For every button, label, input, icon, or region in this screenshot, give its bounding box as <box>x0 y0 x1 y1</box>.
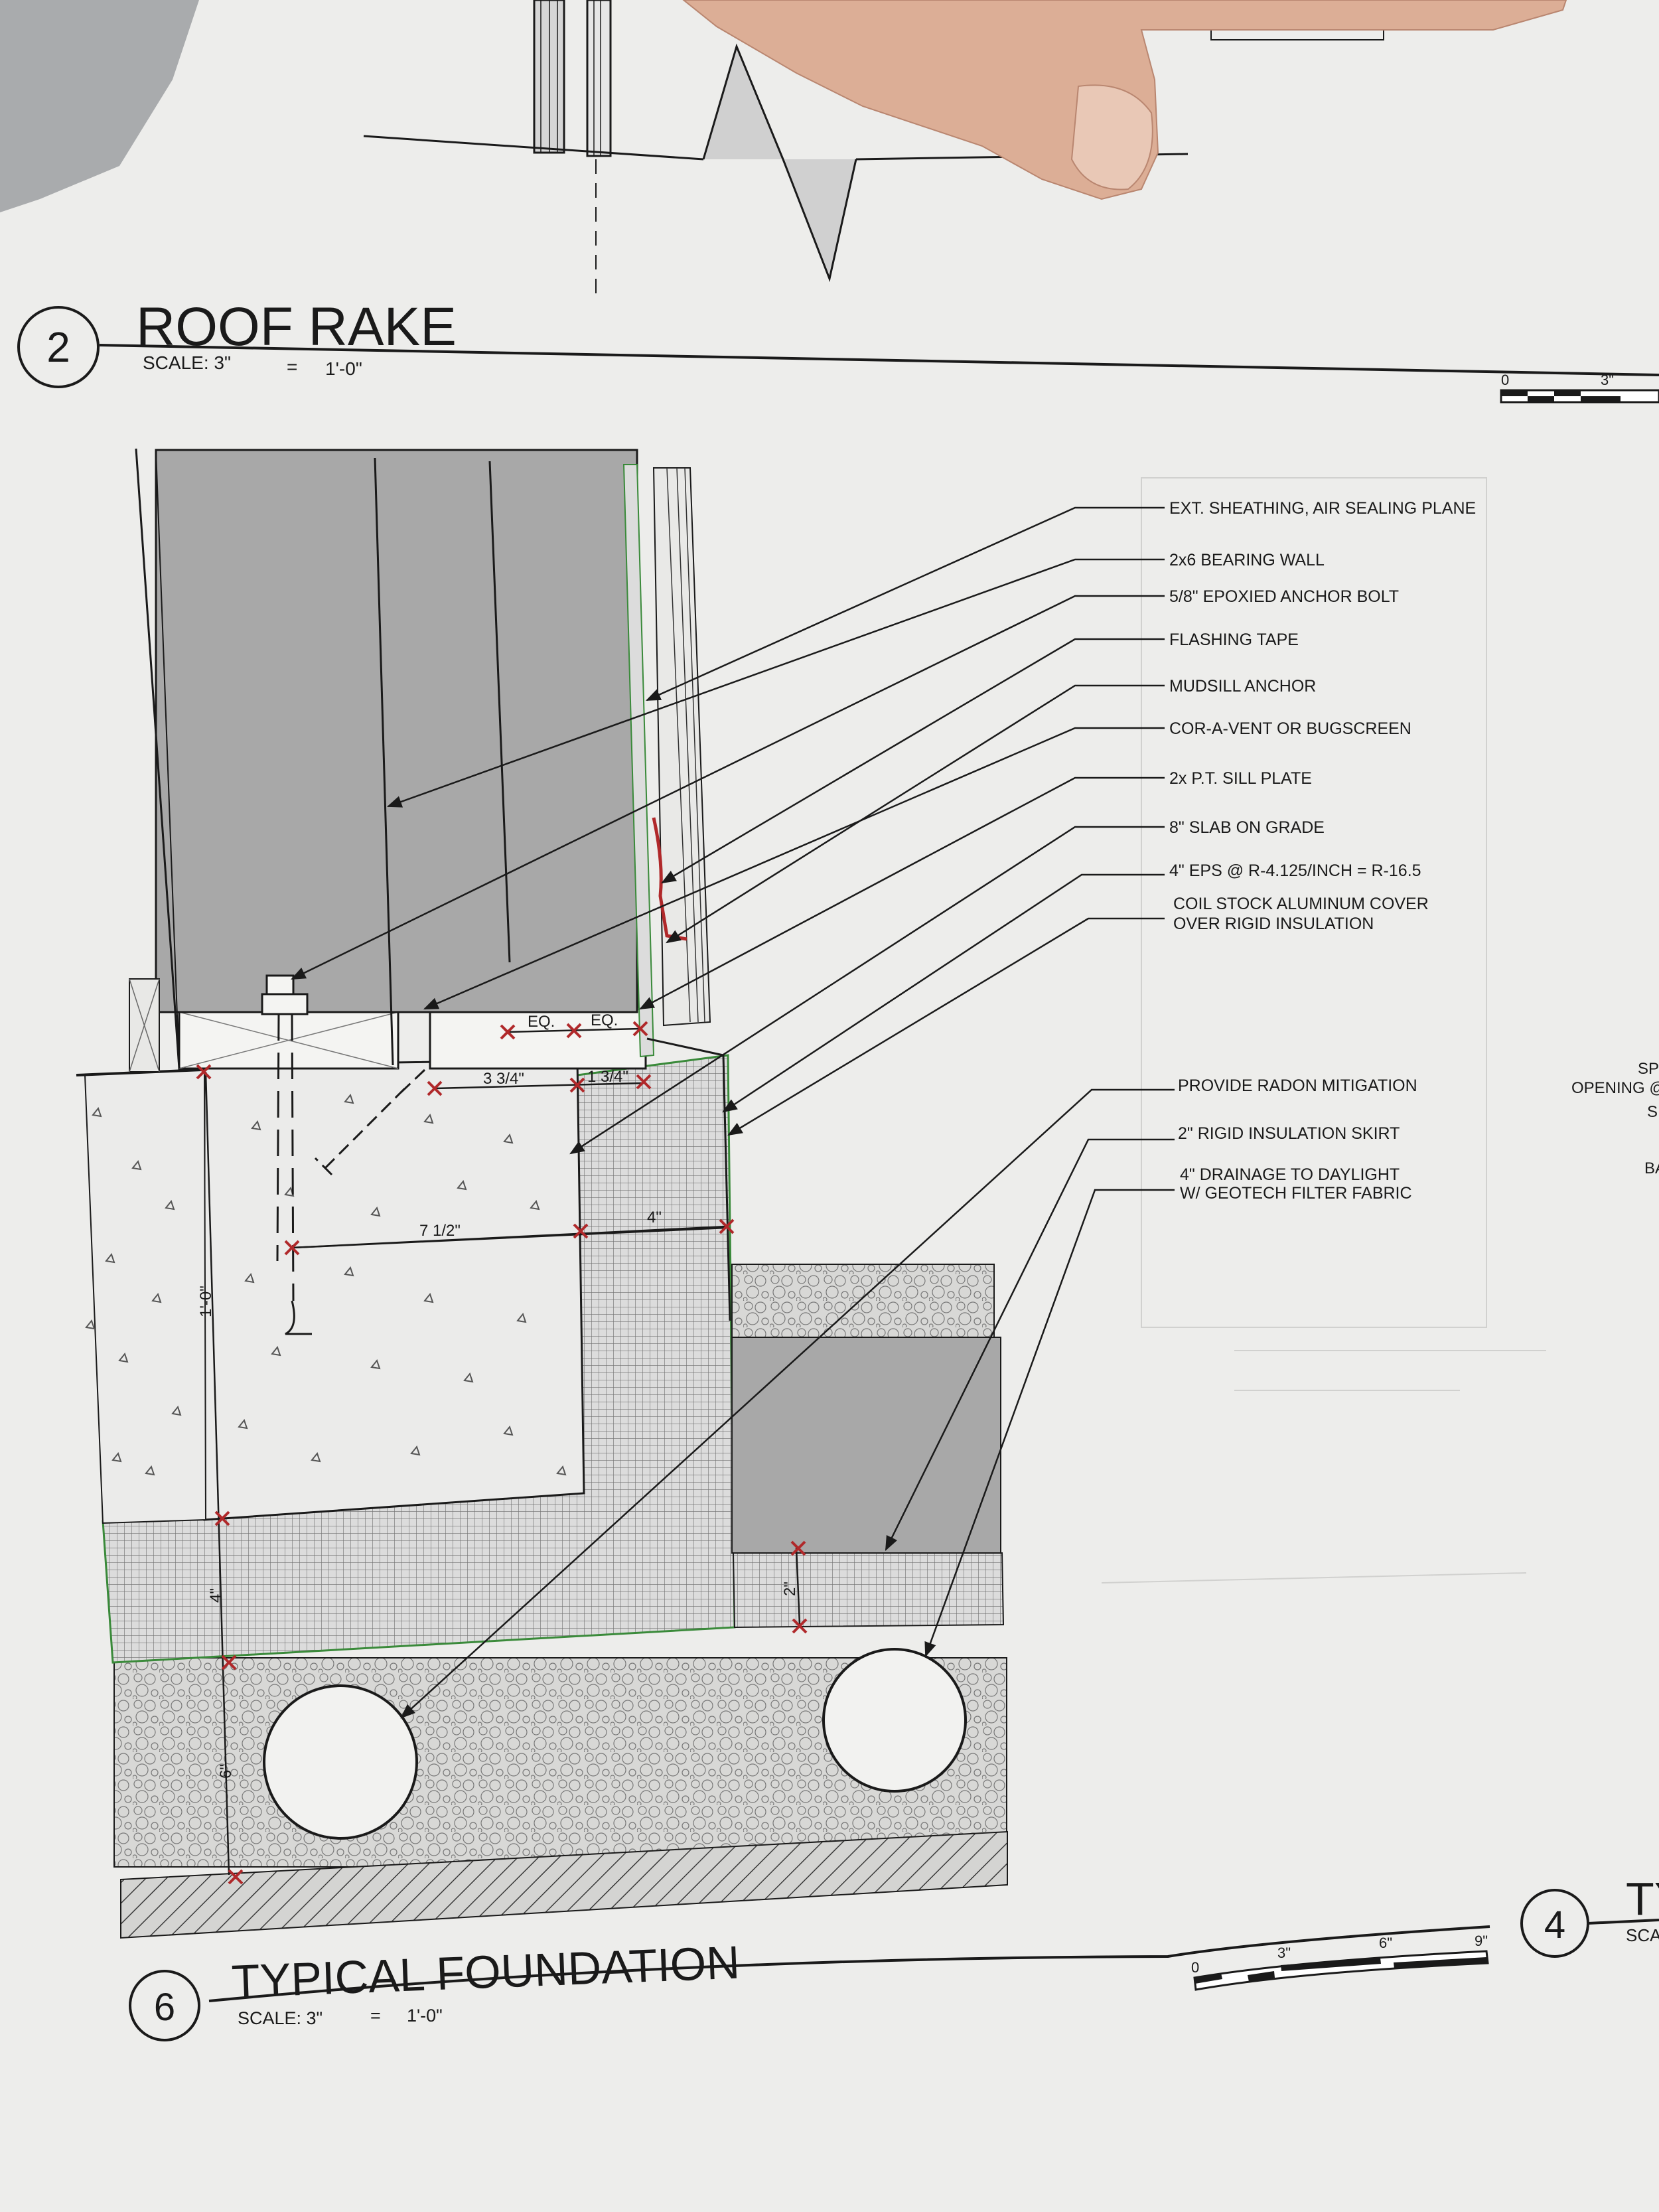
scalebar-tick: 0 <box>1501 372 1509 388</box>
callout-anchor-bolt: 5/8" EPOXIED ANCHOR BOLT <box>1169 587 1399 606</box>
rigid-insulation-skirt <box>732 1552 1005 1629</box>
callout-insulation-skirt: 2" RIGID INSULATION SKIRT <box>1178 1124 1400 1143</box>
dimension-lines <box>196 1021 808 1885</box>
fragment-text: BA <box>1644 1159 1659 1177</box>
table-surface <box>0 0 199 212</box>
callout-bearing-wall: 2x6 BEARING WALL <box>1169 551 1325 569</box>
scale-equals: = <box>287 356 297 377</box>
adjacent-detail-fragments: SP OPENING @ S BA <box>1571 1060 1659 1177</box>
detail-2-title-block: 2 ROOF RAKE SCALE: 3" = 1'-0" <box>17 297 1659 388</box>
callout-drainage-line1: 4" DRAINAGE TO DAYLIGHT <box>1180 1165 1400 1184</box>
dimension-labels: EQ. EQ. 3 3/4" 1 3/4" 7 1/2" 4" 1'-0" 4"… <box>197 1011 799 1779</box>
dimension-eq: EQ. <box>528 1013 555 1031</box>
callout-slab-on-grade: 8" SLAB ON GRADE <box>1169 818 1325 837</box>
dimension-4-vertical: 4" <box>207 1588 225 1603</box>
scale-value: 1'-0" <box>407 2006 443 2026</box>
callout-labels: EXT. SHEATHING, AIR SEALING PLANE 2x6 BE… <box>1169 499 1476 1203</box>
fragment-text: OPENING @ <box>1571 1079 1659 1097</box>
left-concrete <box>84 1069 207 1524</box>
slab-on-grade <box>203 1059 585 1521</box>
leader-lines <box>290 506 1175 1719</box>
dimension-2: 2" <box>781 1582 799 1596</box>
dimension-4-horizontal: 4" <box>647 1209 662 1226</box>
callout-sill-plate: 2x P.T. SILL PLATE <box>1169 769 1312 788</box>
scale-prefix: SCALE: 3" <box>143 352 231 373</box>
dimension-6: 6" <box>217 1764 235 1779</box>
dimension-1-3-4: 1 3/4" <box>587 1068 628 1086</box>
showthrough-text <box>1101 477 1546 1584</box>
detail-number-bubble <box>129 1970 200 2041</box>
roof-rake-fragment <box>363 0 1384 299</box>
scalebar-tick: 3" <box>1601 372 1614 388</box>
native-soil <box>120 1830 1008 1939</box>
thumbnail <box>1070 84 1153 190</box>
concrete-aggregate <box>85 1093 567 1476</box>
scale-fragment: SCA <box>1626 1925 1659 1945</box>
gravel-cap <box>731 1264 995 1338</box>
flashing-tape <box>652 817 687 941</box>
scalebar-tick: 6" <box>1379 1935 1392 1951</box>
detail-number: 4 <box>1544 1903 1565 1947</box>
callout-coil-stock-line2: OVER RIGID INSULATION <box>1173 915 1374 933</box>
foundation-section <box>76 448 1008 1939</box>
scalebar-tick: 9" <box>1475 1933 1488 1949</box>
sheathing <box>622 464 655 1058</box>
scale-value: 1'-0" <box>325 358 362 379</box>
mudsill-anchor <box>314 1069 426 1176</box>
detail-4-title-fragment: 4 TY SCA <box>1520 1873 1659 1958</box>
anchor-bolt <box>261 974 312 1335</box>
siding <box>652 467 711 1027</box>
dimension-3-3-4: 3 3/4" <box>483 1070 524 1088</box>
dimension-eq: EQ. <box>591 1011 618 1029</box>
bearing-wall <box>155 449 638 1013</box>
detail-number: 6 <box>154 1986 175 2029</box>
callout-cor-a-vent: COR-A-VENT OR BUGSCREEN <box>1169 719 1411 738</box>
scalebar-top: 0 3" <box>1500 372 1659 404</box>
drain-pipe-left <box>263 1684 418 1840</box>
dimension-7-1-2: 7 1/2" <box>419 1222 461 1240</box>
callout-ext-sheathing: EXT. SHEATHING, AIR SEALING PLANE <box>1169 499 1476 518</box>
callout-flashing-tape: FLASHING TAPE <box>1169 630 1299 649</box>
scalebar-main: 0 3" 6" 9" <box>1191 1933 1489 1991</box>
scale-prefix: SCALE: 3" <box>238 2008 323 2028</box>
scalebar-tick: 3" <box>1277 1945 1291 1961</box>
callout-drainage-line2: W/ GEOTECH FILTER FABRIC <box>1180 1184 1412 1203</box>
detail-number-bubble <box>17 306 100 388</box>
callout-coil-stock-line1: COIL STOCK ALUMINUM COVER <box>1173 895 1429 913</box>
callout-eps: 4" EPS @ R-4.125/INCH = R-16.5 <box>1169 861 1421 880</box>
sill-plate-right <box>429 1007 647 1070</box>
detail-title-fragment: TY <box>1626 1873 1659 1925</box>
callout-radon: PROVIDE RADON MITIGATION <box>1178 1076 1417 1095</box>
drain-pipe-right <box>822 1648 967 1793</box>
scale-equals: = <box>370 2006 381 2026</box>
fragment-text: SP <box>1638 1060 1659 1078</box>
callout-mudsill-anchor: MUDSILL ANCHOR <box>1169 677 1316 696</box>
scalebar-tick: 0 <box>1191 1959 1199 1976</box>
backfill <box>731 1337 1001 1554</box>
dimension-1-0: 1'-0" <box>197 1286 215 1317</box>
detail-number: 2 <box>46 323 70 371</box>
fragment-text: S <box>1647 1103 1658 1121</box>
